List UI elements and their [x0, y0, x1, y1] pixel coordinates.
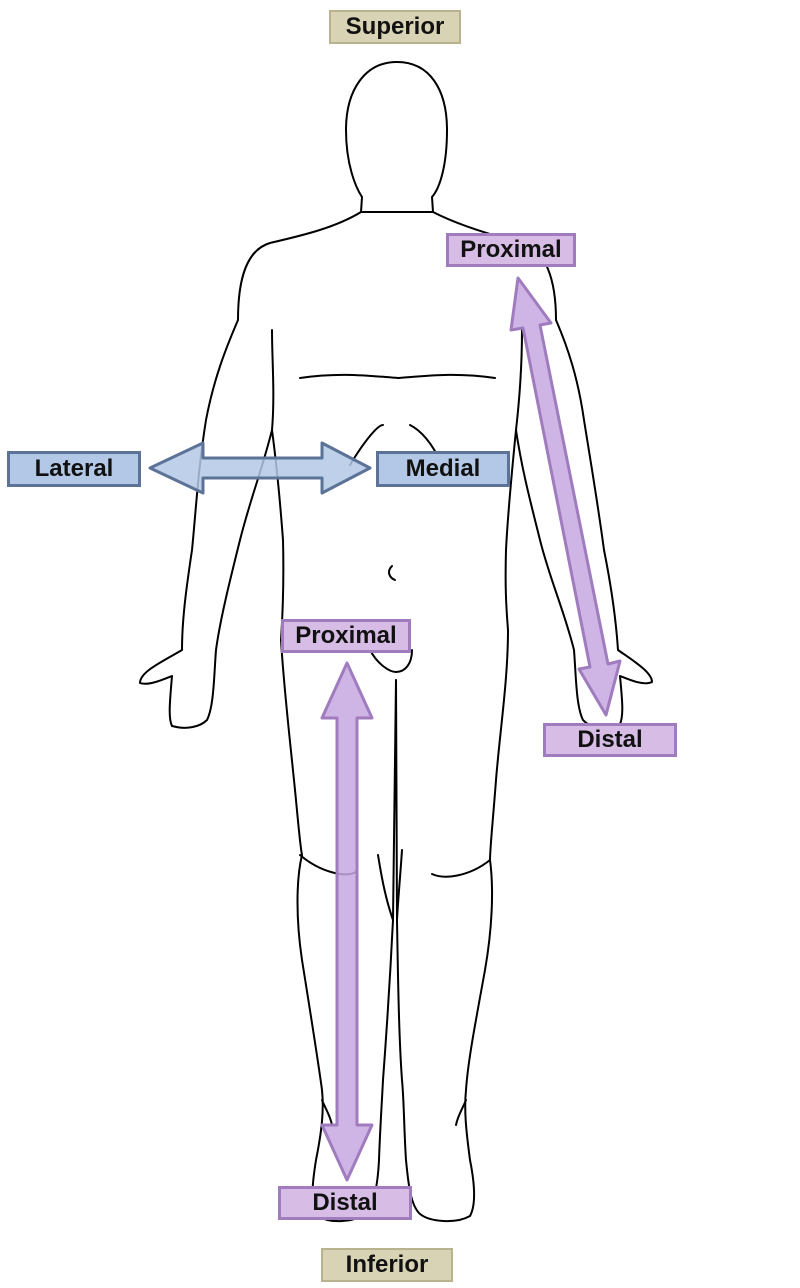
- leg-distal-label: Distal: [278, 1186, 412, 1220]
- lateral-label: Lateral: [7, 451, 141, 487]
- arm-proximal-distal-arrow: [509, 276, 622, 717]
- leg-proximal-label: Proximal: [281, 619, 411, 653]
- medial-lateral-arrow: [148, 441, 372, 495]
- inferior-label: Inferior: [321, 1248, 453, 1282]
- arm-distal-label: Distal: [543, 723, 677, 757]
- superior-label: Superior: [329, 10, 461, 44]
- leg-proximal-distal-arrow: [320, 661, 374, 1182]
- medial-label: Medial: [376, 451, 510, 487]
- arm-proximal-label: Proximal: [446, 233, 576, 267]
